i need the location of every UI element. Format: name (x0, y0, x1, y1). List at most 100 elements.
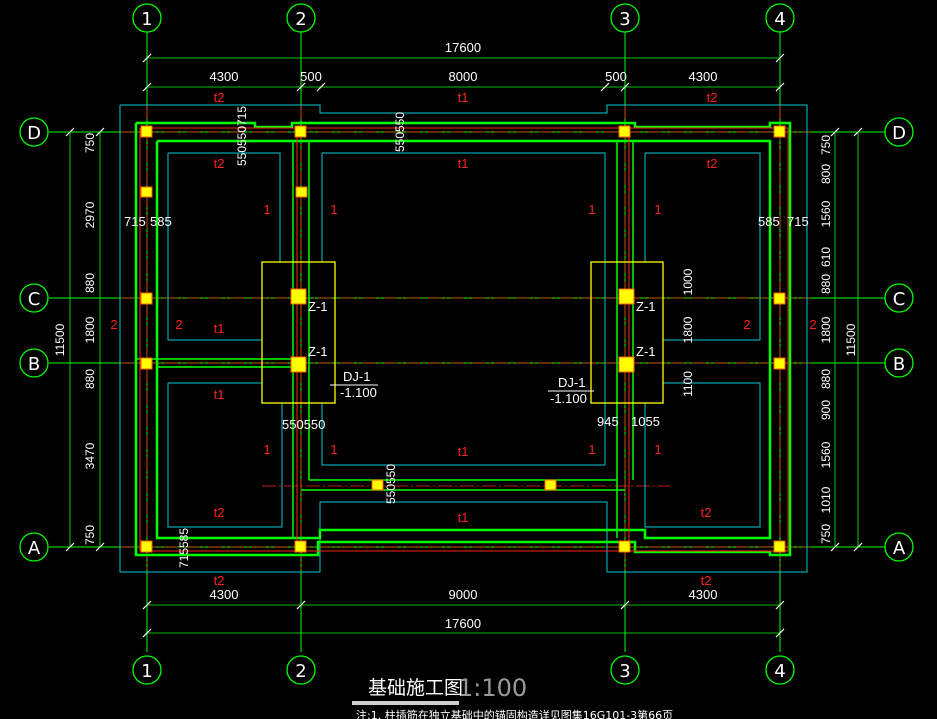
drawing-title: 基础施工图 (368, 677, 463, 699)
title-block: 基础施工图 1:100 注:1. 柱插筋在独立基础中的锚固构造详见图集16G10… (352, 674, 673, 719)
dim-1055: 1055 (631, 414, 660, 429)
left-dim-3470: 3470 (83, 442, 97, 469)
tag-t2: t2 (707, 156, 718, 171)
right-dim-10: 1010 (819, 486, 833, 513)
axis-grid-lines (49, 32, 885, 652)
axis-bubbles (19, 3, 914, 685)
section-1: 1 (263, 442, 270, 457)
wall-tags: t2 t1 t2 t2 t1 t2 t1 t1 t1 t2 t1 t2 t2 t… (214, 90, 718, 588)
tag-t2: t2 (701, 573, 712, 588)
section-2: 2 (110, 317, 117, 332)
top-overall-dim: 17600 (445, 40, 481, 55)
tag-t2: t2 (214, 90, 225, 105)
bottom-dimensions: 4300 9000 4300 17600 (210, 587, 718, 631)
label-z1: Z-1 (308, 299, 328, 314)
label-z1: Z-1 (308, 344, 328, 359)
tag-t2: t2 (214, 573, 225, 588)
section-1: 1 (330, 442, 337, 457)
right-dim-1: 750 (819, 135, 833, 155)
tag-t2: t2 (701, 505, 712, 520)
dim-585-right: 585 (758, 214, 780, 229)
left-dim-2970: 2970 (83, 201, 97, 228)
label-z1: Z-1 (636, 299, 656, 314)
right-dim-6: 1800 (819, 316, 833, 343)
axis-top-1: 1 (141, 9, 152, 30)
dim-550550-lower-left: 550550 (282, 417, 325, 432)
axis-labels-top: 1 2 3 4 (141, 9, 785, 30)
centerlines (120, 105, 810, 570)
left-overall-dim: 11500 (53, 323, 67, 356)
dimension-ticks (65, 53, 863, 638)
tag-t1: t1 (214, 387, 225, 402)
interior-dimensions: 1000 1800 1100 715 585 585 715 715 55055… (124, 106, 809, 568)
bottom-dim-3: 4300 (689, 587, 718, 602)
tag-t1: t1 (458, 90, 469, 105)
axis-right-a: A (893, 538, 906, 559)
right-dim-7: 880 (819, 369, 833, 389)
axis-left-d: D (27, 123, 41, 144)
col-dim-1100: 1100 (681, 371, 695, 397)
left-dim-1800: 1800 (83, 316, 97, 343)
dim-center-550550-top: 550550 (393, 112, 407, 152)
member-labels: Z-1 Z-1 Z-1 Z-1 DJ-1 -1.100 DJ-1 -1.100 (308, 299, 656, 406)
drawing-note: 注:1. 柱插筋在独立基础中的锚固构造详见图集16G101-3第66页 (356, 708, 673, 719)
right-dimensions: 11500 750 800 1560 610 880 1800 880 900 … (819, 135, 858, 544)
right-overall-dim: 11500 (844, 323, 858, 356)
top-dim-5: 4300 (689, 69, 718, 84)
right-dim-2: 800 (819, 164, 833, 184)
tag-t1: t1 (214, 321, 225, 336)
bottom-dim-2: 9000 (449, 587, 478, 602)
left-dim-880-a: 880 (83, 273, 97, 293)
label-dj1-elev: -1.100 (550, 391, 587, 406)
top-dim-4: 500 (605, 69, 627, 84)
axis-labels-right: D C B A (892, 123, 906, 559)
top-dim-1: 4300 (210, 69, 239, 84)
right-dim-8: 900 (819, 400, 833, 420)
bottom-dim-1: 4300 (210, 587, 239, 602)
columns (140, 125, 786, 553)
label-z1: Z-1 (636, 344, 656, 359)
dim-top-715: 715 (235, 106, 249, 126)
section-1: 1 (263, 202, 270, 217)
drawing-scale: 1:100 (458, 674, 527, 702)
top-dimensions: 17600 4300 500 8000 500 4300 (210, 40, 718, 84)
axis-bottom-1: 1 (141, 661, 152, 682)
label-dj1: DJ-1 (343, 369, 370, 384)
axis-left-a: A (28, 538, 41, 559)
axis-top-3: 3 (619, 9, 630, 30)
dim-center-550550-bottom: 550550 (384, 464, 398, 504)
col-dim-1000: 1000 (681, 268, 695, 295)
axis-top-2: 2 (295, 9, 306, 30)
section-1: 1 (330, 202, 337, 217)
axis-bottom-4: 4 (774, 661, 785, 682)
label-dj1: DJ-1 (558, 375, 585, 390)
dimension-lines (69, 57, 859, 634)
axis-right-b: B (893, 354, 905, 375)
section-2: 2 (743, 317, 750, 332)
bottom-overall-dim: 17600 (445, 616, 481, 631)
top-dim-2: 500 (300, 69, 322, 84)
right-dim-9: 1560 (819, 441, 833, 468)
left-dimensions: 11500 750 2970 880 1800 880 3470 750 (53, 133, 97, 545)
axis-labels-left: D C B A (27, 123, 41, 559)
dim-585-left: 585 (150, 214, 172, 229)
tag-t1: t1 (458, 510, 469, 525)
section-2: 2 (809, 317, 816, 332)
right-dim-3: 1560 (819, 200, 833, 227)
right-dim-11: 750 (819, 524, 833, 544)
axis-labels-bottom: 1 2 3 4 (141, 661, 785, 682)
tag-t1: t1 (458, 156, 469, 171)
top-dim-3: 8000 (449, 69, 478, 84)
left-dim-880-b: 880 (83, 369, 97, 389)
dim-715585-bottom-left: 715585 (177, 528, 191, 568)
col-dim-1800: 1800 (681, 316, 695, 343)
ground-beams-red (139, 127, 789, 552)
dim-top-585: 550550 (235, 126, 249, 166)
tag-t2: t2 (214, 505, 225, 520)
axis-right-d: D (892, 123, 906, 144)
left-dim-750-top: 750 (83, 133, 97, 153)
axis-left-b: B (28, 354, 40, 375)
label-dj1-elev: -1.100 (340, 385, 377, 400)
right-dim-5: 880 (819, 274, 833, 294)
